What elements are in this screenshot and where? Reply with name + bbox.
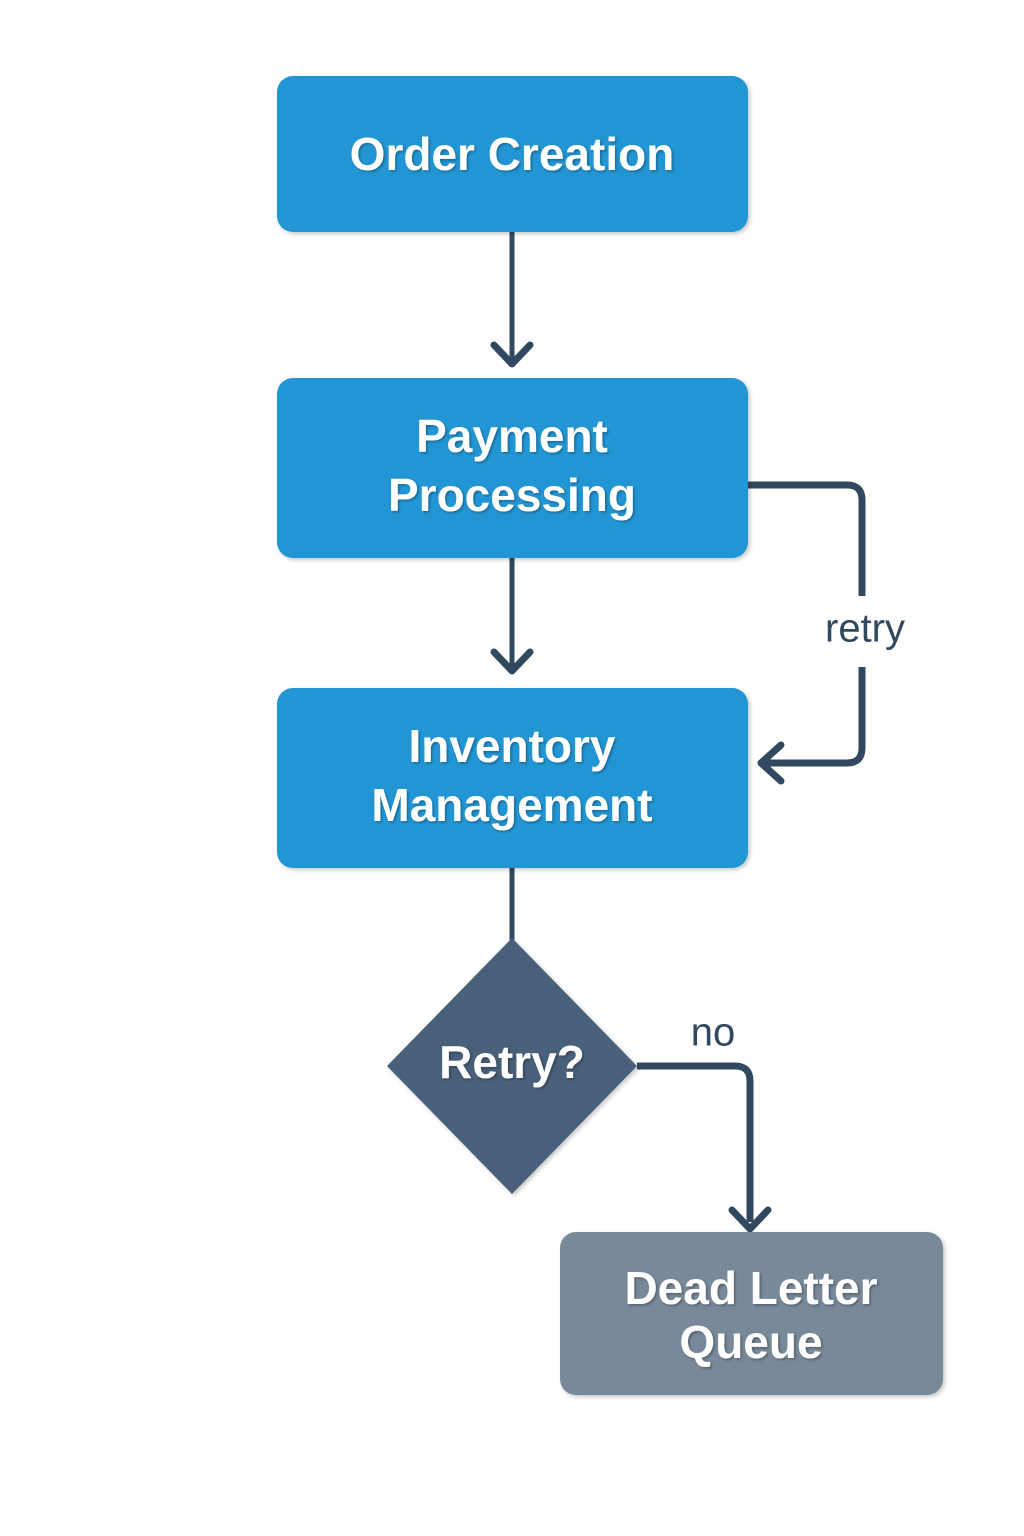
node-order-creation-shape[interactable] (277, 76, 748, 232)
edge-label-no: no (691, 1011, 736, 1055)
node-dead-letter-queue[interactable]: Dead Letter Queue (560, 1232, 943, 1395)
node-layer: Order Creation Payment Processing Invent… (277, 76, 943, 1395)
node-order-creation-label: Order Creation (350, 128, 675, 180)
edge-retry-lower-segment (766, 667, 866, 767)
node-retry-decision-shape[interactable] (387, 938, 637, 1194)
node-inventory-management[interactable]: Inventory Management (277, 688, 748, 868)
edge-payment-to-inventory (490, 558, 534, 675)
arrow-retry-into-inventory-icon (757, 741, 785, 785)
arrow-payment-to-inventory-icon (490, 648, 534, 675)
node-inventory-management-label-line1: Inventory (408, 720, 615, 772)
node-retry-decision[interactable]: Retry? (387, 938, 637, 1194)
edge-label-layer: retry no (691, 607, 905, 1055)
node-dead-letter-queue-label-line1: Dead Letter (624, 1262, 877, 1314)
node-inventory-management-shape[interactable] (277, 688, 748, 868)
edge-decision-no-to-dlq (637, 1062, 772, 1233)
edge-decision-no-line (637, 1062, 754, 1222)
node-dead-letter-queue-shape[interactable] (560, 1232, 943, 1395)
node-inventory-management-label-line2: Management (371, 779, 652, 831)
node-payment-processing-shape[interactable] (277, 378, 748, 558)
edge-payment-retry-loop (748, 481, 866, 785)
node-payment-processing-label-line2: Processing (388, 469, 636, 521)
edge-layer: Dead Letter Queue --> (490, 232, 866, 1233)
node-order-creation[interactable]: Order Creation (277, 76, 748, 232)
node-payment-processing-label-line1: Payment (416, 410, 608, 462)
edge-order-to-payment (490, 232, 534, 368)
edge-retry-upper-segment (748, 481, 866, 596)
arrow-order-to-payment-icon (490, 341, 534, 368)
node-retry-decision-label: Retry? (439, 1036, 585, 1088)
node-dead-letter-queue-label-line2: Queue (679, 1316, 822, 1368)
node-payment-processing[interactable]: Payment Processing (277, 378, 748, 558)
edge-label-retry: retry (825, 607, 905, 651)
arrow-no-to-dlq-icon (728, 1206, 772, 1233)
